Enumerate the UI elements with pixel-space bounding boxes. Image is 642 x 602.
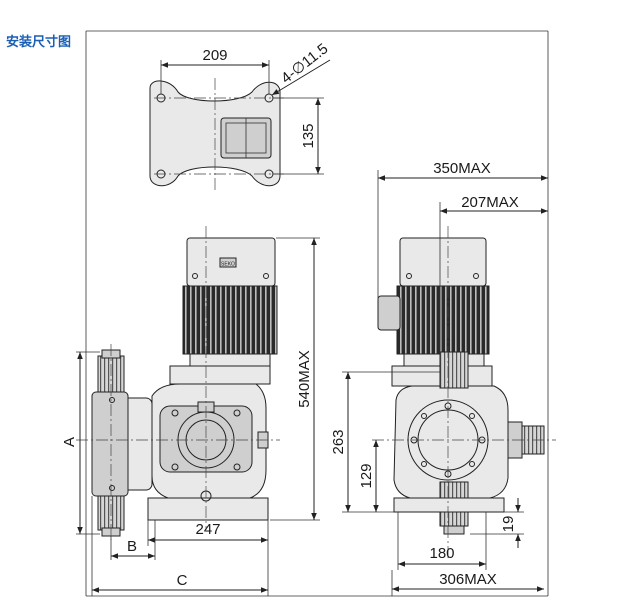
page-title: 安装尺寸图 xyxy=(6,35,72,50)
pump-base xyxy=(147,497,269,521)
motor-fins xyxy=(182,285,278,355)
dim-540max: 540MAX xyxy=(296,350,313,408)
dim-135: 135 xyxy=(300,123,317,148)
side-base xyxy=(393,497,505,513)
dim-350max: 350MAX xyxy=(433,160,491,177)
dim-180: 180 xyxy=(429,545,454,562)
dim-b: B xyxy=(127,538,137,555)
motor-badge: SEKO xyxy=(221,262,235,268)
motor-fins-side xyxy=(396,285,490,355)
discharge-valve-side xyxy=(439,351,469,389)
dim-a: A xyxy=(61,437,78,447)
side-housing xyxy=(393,385,509,499)
pump-front-view: SEKO xyxy=(76,226,280,540)
dim-263: 263 xyxy=(330,429,347,454)
dim-306max: 306MAX xyxy=(439,571,497,588)
motor-flange xyxy=(189,353,271,367)
dim-247: 247 xyxy=(195,521,220,538)
dim-19: 19 xyxy=(500,516,517,533)
pump-side-view xyxy=(372,226,556,560)
dim-c: C xyxy=(177,572,188,589)
dim-129: 129 xyxy=(358,463,375,488)
dim-209: 209 xyxy=(202,47,227,64)
base-plate-top-view xyxy=(149,78,284,190)
motor-cap-side xyxy=(399,237,487,287)
motor-badge-icon xyxy=(219,257,237,268)
terminal-box xyxy=(377,295,401,331)
dim-207max: 207MAX xyxy=(461,194,519,211)
